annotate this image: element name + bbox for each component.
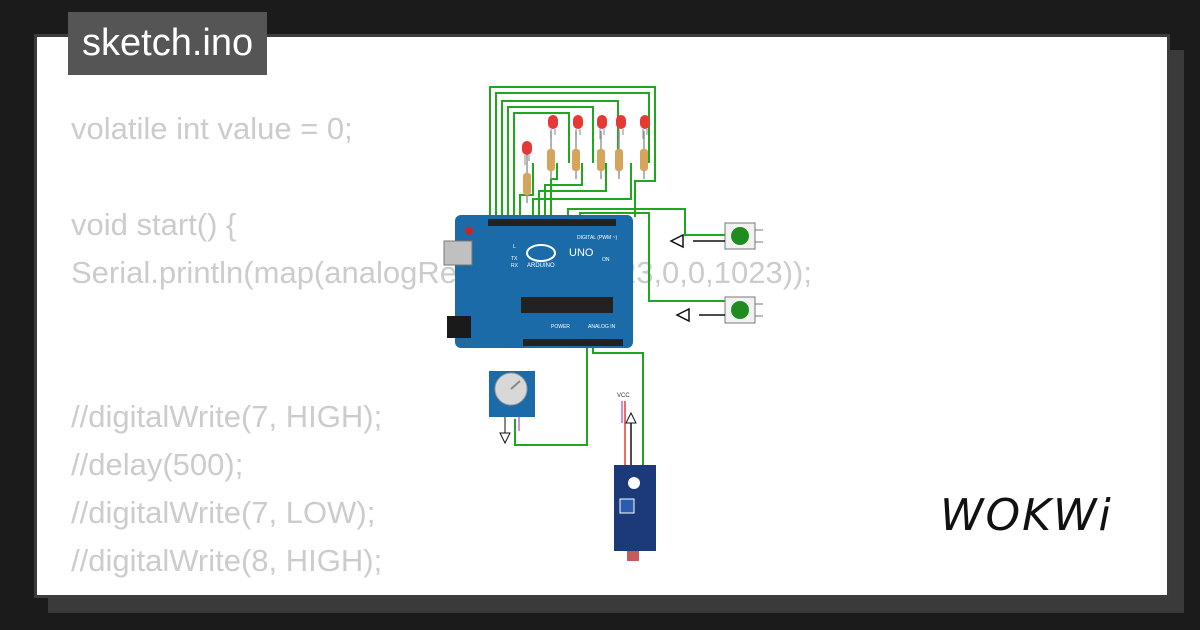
code-line: void start() { <box>71 207 237 242</box>
wires <box>489 86 725 471</box>
board-analog-label: ANALOG IN <box>588 324 616 330</box>
preview-card: volatile int value = 0; void start() { S… <box>34 34 1170 598</box>
code-line: //delay(500); <box>71 447 244 482</box>
push-button-bottom[interactable] <box>724 296 763 324</box>
resistors <box>523 131 648 203</box>
potentiometer[interactable] <box>489 371 535 445</box>
circuit-diagram[interactable]: UNO ARDUINO DIGITAL (PWM ~) POWER ANALOG… <box>37 37 1167 595</box>
code-background: volatile int value = 0; void start() { S… <box>71 105 812 595</box>
code-line: volatile int value = 0; <box>71 111 353 146</box>
board-rx-label: RX <box>511 263 519 269</box>
code-line: //digitalWrite(8, HIGH); <box>71 543 383 578</box>
led-icon <box>548 115 558 139</box>
board-l-label: L <box>513 244 516 250</box>
board-brand-label: ARDUINO <box>527 263 555 269</box>
led-icon <box>573 115 583 139</box>
code-line: //digitalWrite(7, HIGH); <box>71 399 383 434</box>
arduino-board[interactable]: UNO ARDUINO DIGITAL (PWM ~) POWER ANALOG… <box>443 215 633 348</box>
board-digital-label: DIGITAL (PWM ~) <box>577 235 617 241</box>
code-line: Serial.println(map(analogRead(A0),0,1023… <box>71 255 812 290</box>
code-line: //delay(500); <box>71 585 812 595</box>
board-tx-label: TX <box>511 256 518 262</box>
board-on-label: ON <box>602 257 610 263</box>
leds <box>522 115 650 165</box>
board-power-label: POWER <box>551 324 570 330</box>
light-sensor-module[interactable]: VCC <box>614 393 656 561</box>
wokwi-logo: WOKWi <box>940 490 1113 541</box>
push-button-top[interactable] <box>724 222 763 250</box>
file-title: sketch.ino <box>68 12 268 75</box>
led-icon <box>640 115 650 139</box>
code-line: //digitalWrite(7, LOW); <box>71 495 376 530</box>
led-icon <box>616 115 626 139</box>
board-model-label: UNO <box>569 247 594 259</box>
led-icon <box>597 115 607 139</box>
ground-symbols <box>669 233 725 323</box>
led-icon <box>522 141 532 165</box>
sensor-vcc-label: VCC <box>617 393 630 399</box>
